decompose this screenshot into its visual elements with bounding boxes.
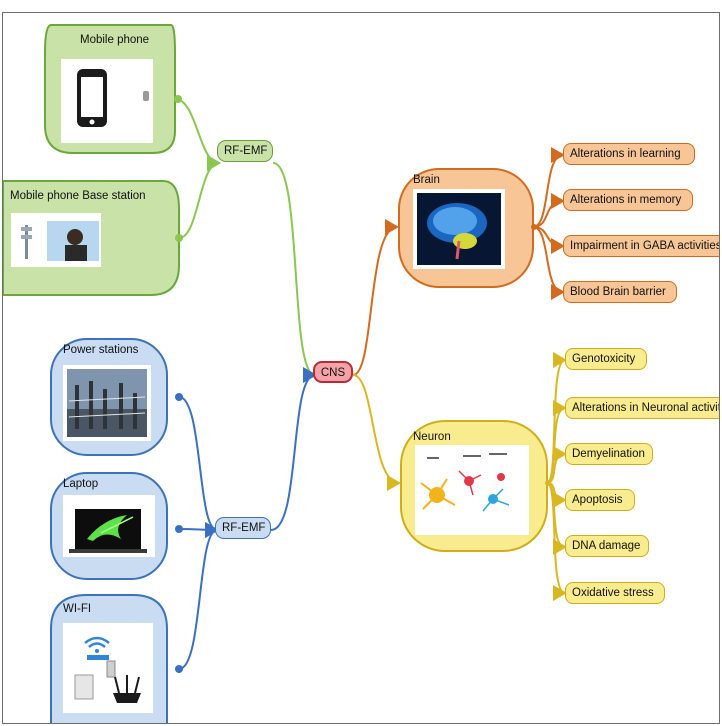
connector-canvas — [3, 24, 567, 723]
wifi-router-icon — [74, 636, 141, 703]
rf-emf-node-top: RF-EMF — [217, 140, 273, 162]
neuron-label: Neuron — [413, 431, 451, 443]
power-stations-label: Power stations — [63, 344, 139, 356]
wifi-label: WI-FI — [63, 603, 92, 615]
mobile-phone-label: Mobile phone — [80, 34, 150, 46]
effect-genotoxicity: Genotoxicity — [565, 348, 647, 370]
effect-demyelination: Demyelination — [565, 443, 653, 465]
cns-node: CNS — [313, 361, 353, 383]
effect-neuronal-activity: Alterations in Neuronal activity — [565, 397, 719, 419]
effect-alterations-learning: Alterations in learning — [563, 143, 695, 165]
power-station-icon — [67, 369, 147, 437]
laptop-label: Laptop — [63, 478, 99, 490]
mobile-phone-icon — [77, 69, 149, 127]
effect-alterations-memory: Alterations in memory — [563, 189, 693, 211]
effect-dna-damage: DNA damage — [565, 535, 649, 557]
brain-label: Brain — [413, 174, 440, 186]
effect-oxidative-stress: Oxidative stress — [565, 582, 665, 604]
brain-icon — [417, 193, 501, 265]
laptop-icon — [69, 509, 147, 553]
base-station-icon — [21, 221, 99, 261]
mind-map-frame: Mobile phone Mobile phone Base station P… — [2, 12, 720, 724]
neuron-icon — [420, 453, 510, 512]
rf-emf-node-bottom: RF-EMF — [215, 517, 271, 539]
base-station-label: Mobile phone Base station — [10, 190, 146, 202]
effect-blood-brain-barrier: Blood Brain barrier — [563, 281, 677, 303]
effect-gaba-impairment: Impairment in GABA activities — [563, 235, 719, 257]
effect-apoptosis: Apoptosis — [565, 489, 635, 511]
